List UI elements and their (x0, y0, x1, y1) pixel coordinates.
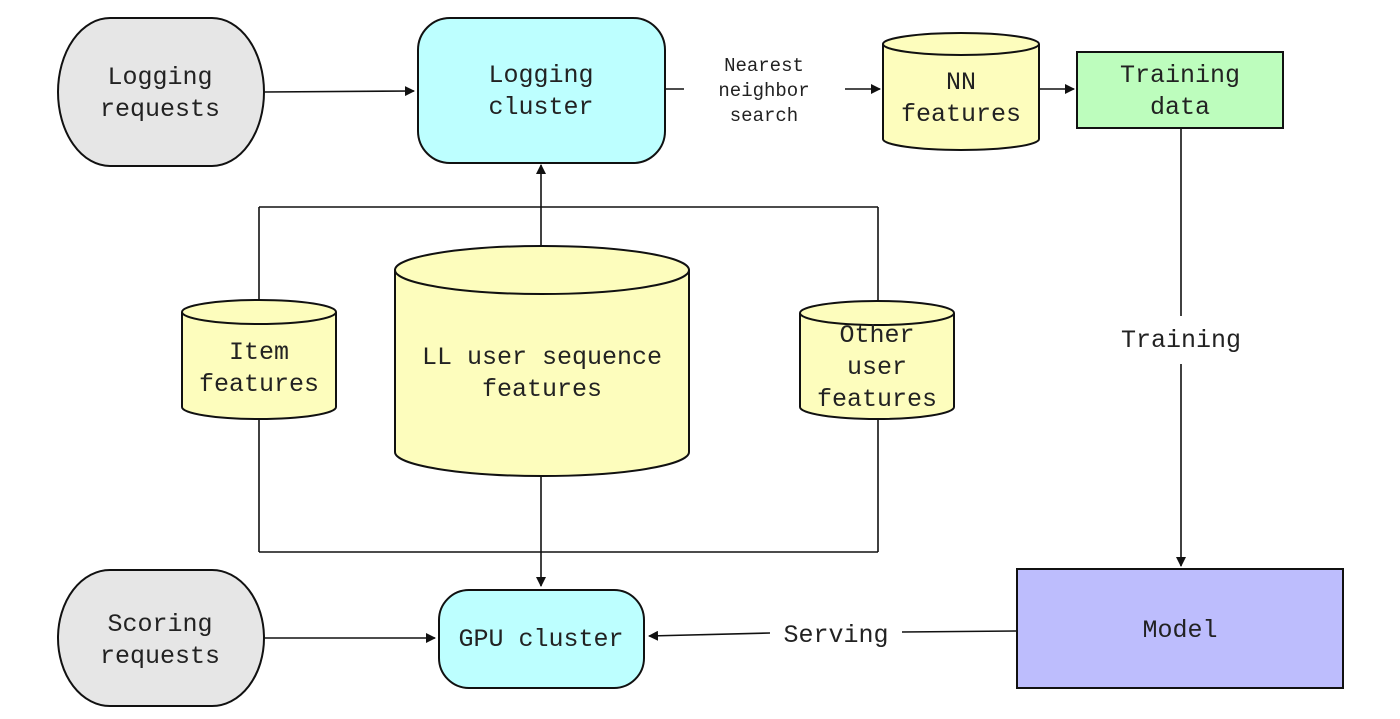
logging-requests-label-2: requests (100, 95, 220, 124)
nn-search-label-2: neighbor (718, 80, 809, 102)
logging-cluster-shape (417, 17, 666, 164)
model-shape (1016, 568, 1344, 689)
training-data-node: Training data (1076, 51, 1284, 129)
other-features-top (799, 300, 955, 326)
item-features-label-2: features (199, 370, 319, 399)
connectors (258, 84, 1186, 643)
scoring-requests-node: Scoring requests (57, 569, 265, 707)
model-label: Model (1142, 616, 1217, 645)
item-features-body (181, 312, 337, 420)
nn-features-node: NN features (882, 32, 1040, 151)
edge-logging-requests-to-cluster (263, 86, 415, 97)
ll-features-top (394, 245, 690, 295)
training-label: Training (1121, 326, 1241, 355)
item-features-top (181, 299, 337, 325)
other-features-label-3: features (817, 385, 937, 414)
training-data-shape (1076, 51, 1284, 129)
other-features-label-2: user (847, 353, 907, 382)
scoring-requests-label-1: Scoring (107, 610, 212, 639)
other-features-label-1: Other (839, 321, 914, 350)
gpu-cluster-shape (438, 589, 645, 689)
ll-features-label-1: LL user sequence (422, 343, 662, 372)
logging-cluster-label-1: Logging (488, 61, 593, 90)
nearest-neighbor-search-label: Nearest neighbor search (718, 55, 809, 127)
nn-search-label-1: Nearest (724, 55, 804, 77)
ll-features-body (394, 270, 690, 477)
logging-cluster-label-2: cluster (488, 93, 593, 122)
ll-user-sequence-features-node: LL user sequence features (394, 245, 690, 477)
scoring-requests-label-2: requests (100, 642, 220, 671)
nn-search-label-3: search (730, 105, 798, 127)
model-node: Model (1016, 568, 1344, 689)
other-features-body (799, 313, 955, 420)
gpu-cluster-node: GPU cluster (438, 589, 645, 689)
other-user-features-node: Other user features (799, 300, 955, 420)
serving-label: Serving (783, 621, 888, 650)
logging-requests-shape (57, 17, 265, 167)
edge-model-to-serving (901, 630, 1017, 633)
logging-cluster-node: Logging cluster (417, 17, 666, 164)
training-data-label-2: data (1150, 93, 1210, 122)
logging-requests-label-1: Logging (107, 63, 212, 92)
training-data-label-1: Training (1120, 61, 1240, 90)
logging-requests-node: Logging requests (57, 17, 265, 167)
item-features-label-1: Item (229, 338, 289, 367)
item-features-node: Item features (181, 299, 337, 420)
edge-serving-to-gpu-cluster (648, 630, 771, 641)
nn-features-top (882, 32, 1040, 56)
gpu-cluster-label: GPU cluster (458, 625, 623, 654)
nn-features-label-1: NN (946, 68, 976, 97)
nn-features-body (882, 44, 1040, 151)
scoring-requests-shape (57, 569, 265, 707)
ll-features-label-2: features (482, 375, 602, 404)
nn-features-label-2: features (901, 100, 1021, 129)
